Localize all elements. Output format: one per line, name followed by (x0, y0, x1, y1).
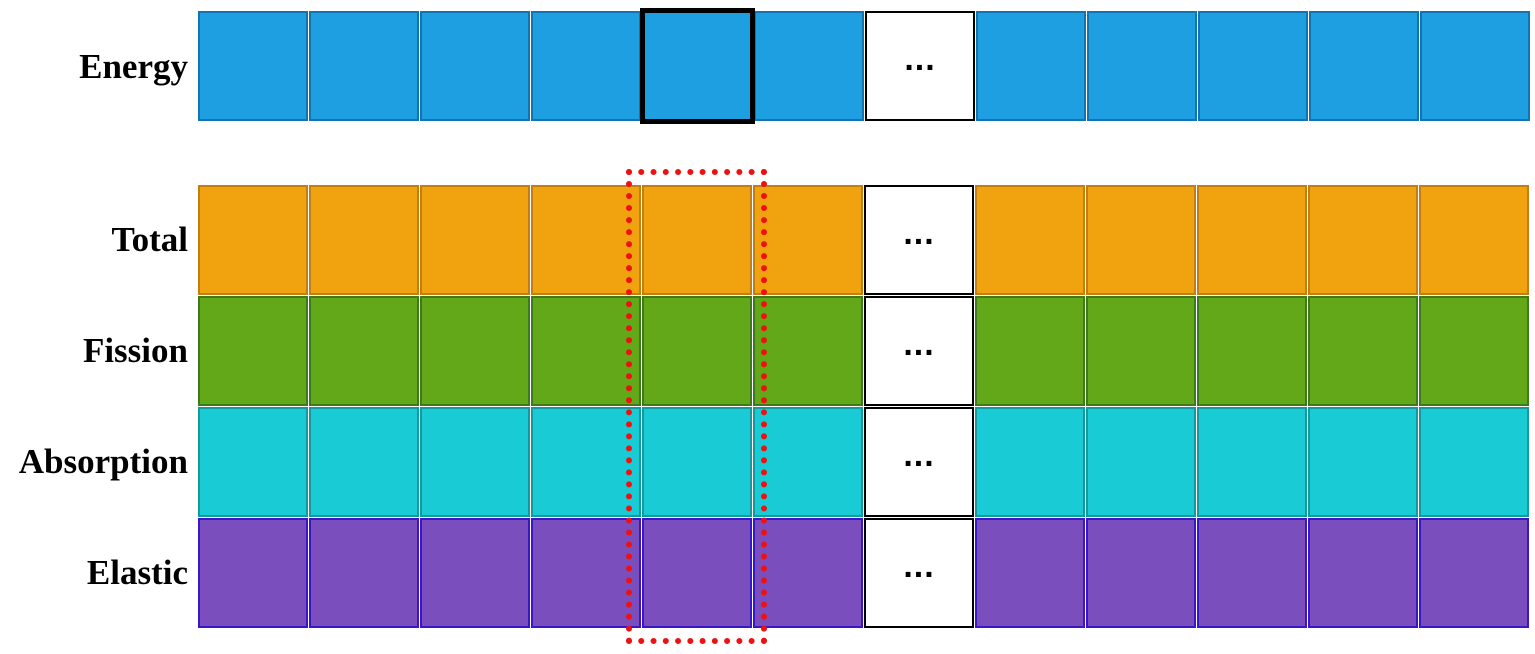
energy-cell (531, 11, 641, 121)
absorption-ellipsis-cell: ... (864, 407, 974, 517)
highlighted-energy-column (626, 169, 767, 644)
total-cell (1086, 185, 1196, 295)
energy-cell (309, 11, 419, 121)
total-cell (309, 185, 419, 295)
elastic-cell (1419, 518, 1529, 628)
elastic-cell (642, 518, 752, 628)
total-cell (642, 185, 752, 295)
elastic-cell (420, 518, 530, 628)
energy-selected-cell (640, 8, 755, 124)
absorption-row-label: Absorption (18, 442, 188, 481)
fission-row-label: Fission (82, 331, 188, 370)
absorption-cell (1308, 407, 1418, 517)
fission-row: ... (198, 296, 1529, 406)
absorption-cell (975, 407, 1085, 517)
total-cell (975, 185, 1085, 295)
elastic-ellipsis-cell: ... (864, 518, 974, 628)
fission-cell (198, 296, 308, 406)
total-cell (753, 185, 863, 295)
total-cell (1308, 185, 1418, 295)
total-cell (1197, 185, 1307, 295)
energy-row-label: Energy (79, 47, 188, 86)
absorption-cell (531, 407, 641, 517)
elastic-cell (1308, 518, 1418, 628)
fission-cell (642, 296, 752, 406)
fission-cell (1197, 296, 1307, 406)
absorption-cell (1086, 407, 1196, 517)
fission-cell (753, 296, 863, 406)
total-row-label: Total (111, 220, 188, 259)
energy-cell (1087, 11, 1197, 121)
fission-cell (1308, 296, 1418, 406)
fission-cell (975, 296, 1085, 406)
fission-cell (420, 296, 530, 406)
energy-row: ... (198, 8, 1530, 124)
elastic-cell (975, 518, 1085, 628)
total-row: ... (198, 185, 1529, 295)
absorption-cell (420, 407, 530, 517)
absorption-cell (1197, 407, 1307, 517)
elastic-cell (1086, 518, 1196, 628)
fission-ellipsis-cell: ... (864, 296, 974, 406)
fission-cell (309, 296, 419, 406)
absorption-cell (1419, 407, 1529, 517)
elastic-row: ... (198, 518, 1529, 628)
energy-cell (976, 11, 1086, 121)
elastic-cell (309, 518, 419, 628)
elastic-cell (531, 518, 641, 628)
energy-cell (198, 11, 308, 121)
elastic-row-label: Elastic (86, 553, 188, 592)
absorption-cell (642, 407, 752, 517)
elastic-cell (753, 518, 863, 628)
elastic-cell (1197, 518, 1307, 628)
absorption-cell (198, 407, 308, 517)
total-cell (420, 185, 530, 295)
energy-ellipsis-cell: ... (865, 11, 975, 121)
total-cell (1419, 185, 1529, 295)
energy-cell (420, 11, 530, 121)
total-cell (198, 185, 308, 295)
energy-cell (754, 11, 864, 121)
absorption-row: ... (198, 407, 1529, 517)
energy-cell (1309, 11, 1419, 121)
total-ellipsis-cell: ... (864, 185, 974, 295)
fission-cell (1086, 296, 1196, 406)
total-cell (531, 185, 641, 295)
absorption-cell (753, 407, 863, 517)
fission-cell (531, 296, 641, 406)
energy-cell (1198, 11, 1308, 121)
fission-cell (1419, 296, 1529, 406)
elastic-cell (198, 518, 308, 628)
energy-cell (1420, 11, 1530, 121)
absorption-cell (309, 407, 419, 517)
